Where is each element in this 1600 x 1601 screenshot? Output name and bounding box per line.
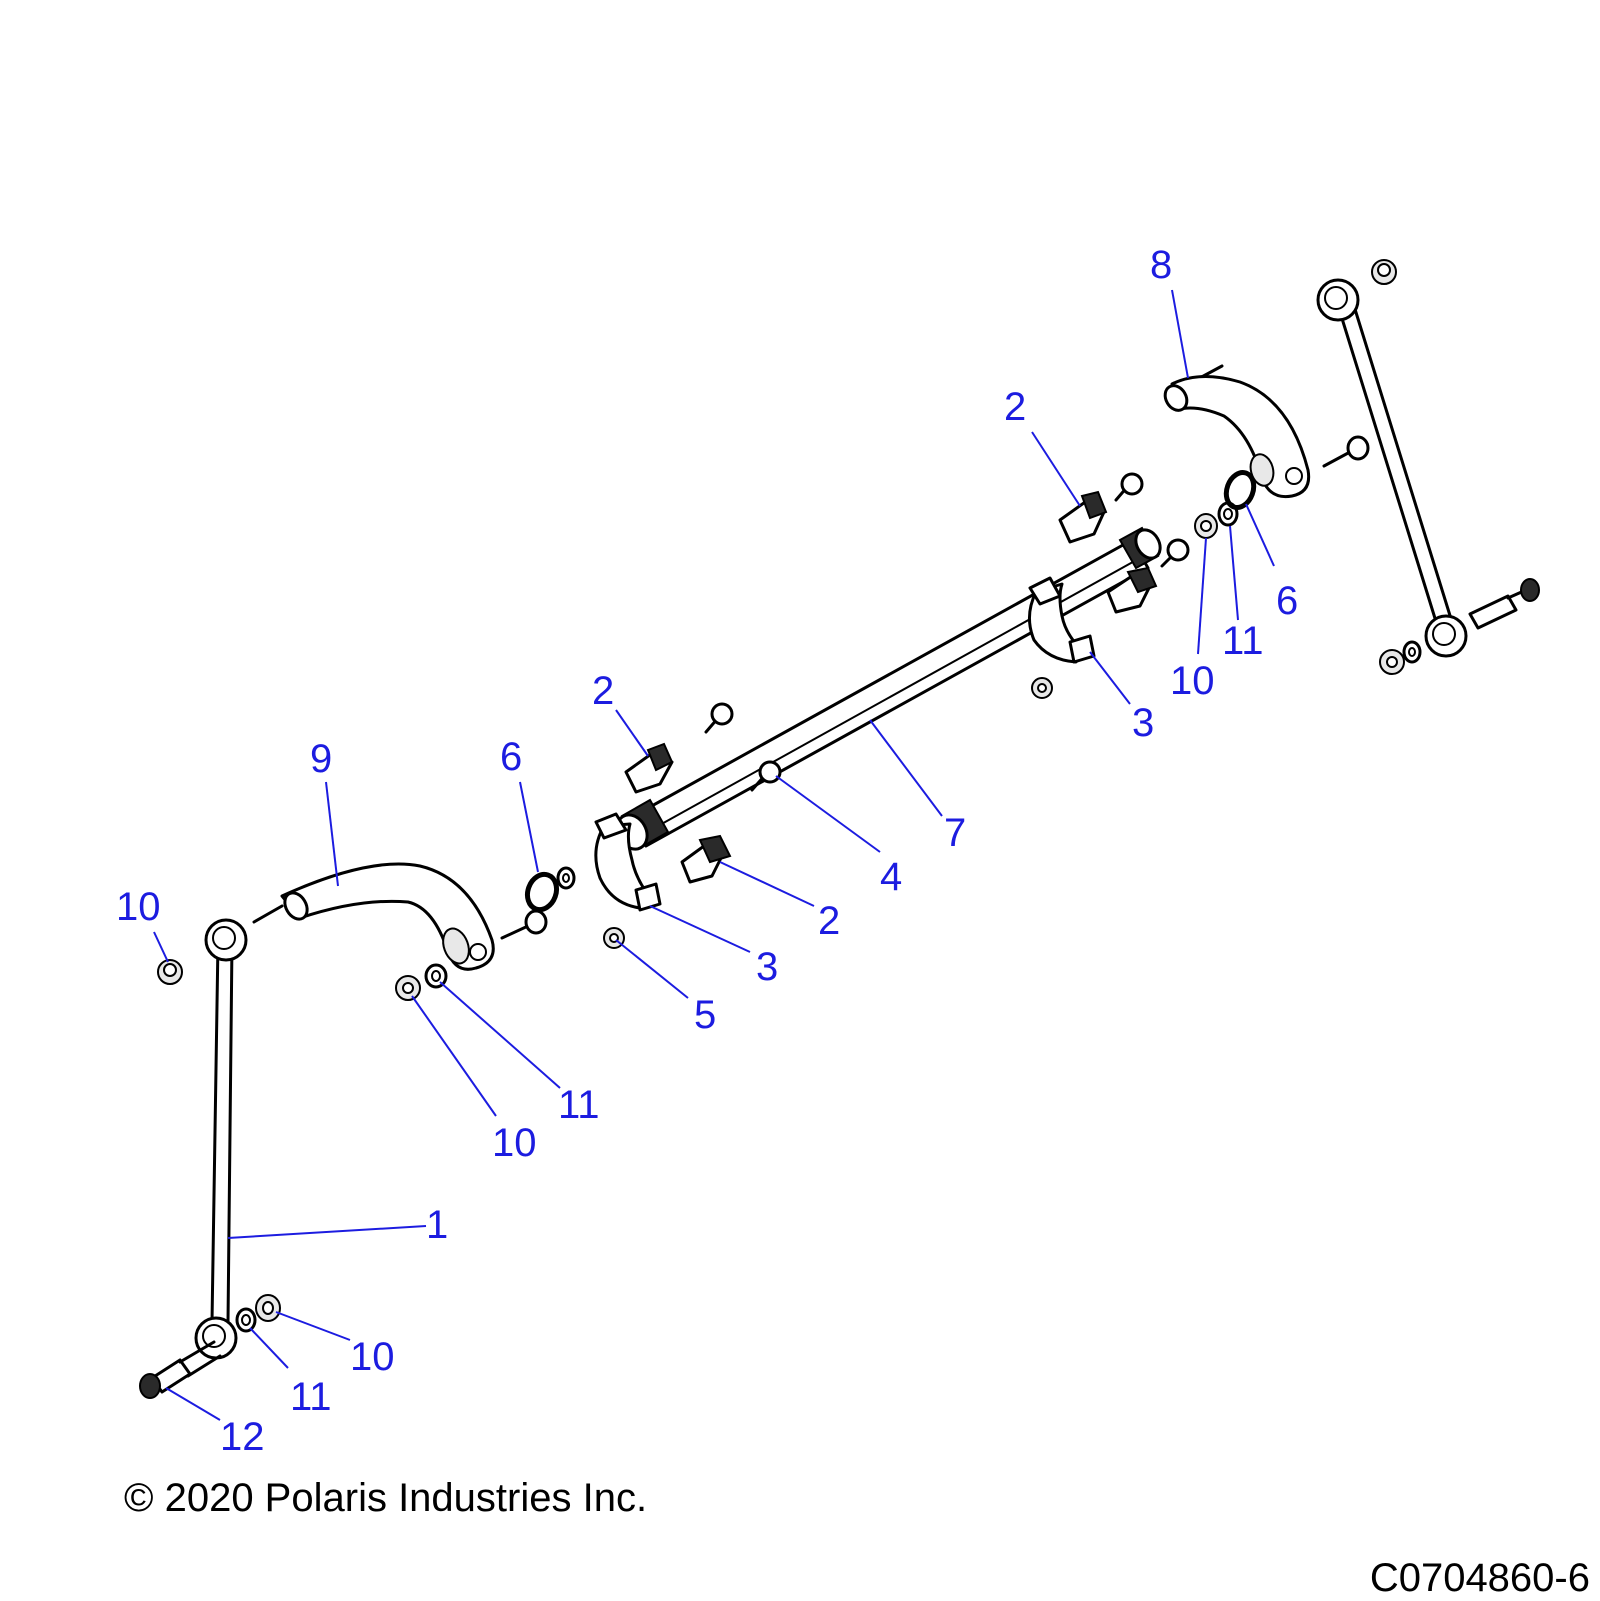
callout-11-right: 11 bbox=[1222, 619, 1264, 663]
right-stabilizer-arm bbox=[1163, 364, 1311, 499]
callout-2-right: 2 bbox=[1004, 385, 1026, 429]
right-bushing-bolt-upper bbox=[1114, 472, 1144, 502]
callout-10-lower: 10 bbox=[350, 1335, 395, 1379]
right-linkage-lower-eye bbox=[1424, 614, 1468, 658]
left-linkage-rod bbox=[194, 918, 248, 1360]
callout-9: 9 bbox=[310, 737, 332, 781]
callout-3-left: 3 bbox=[756, 945, 778, 989]
lower-washer-left bbox=[235, 1307, 257, 1333]
right-bracket-nut bbox=[1031, 677, 1053, 699]
right-linkage-rod bbox=[1316, 278, 1468, 658]
drawing-number: C0704860-6 bbox=[1369, 1556, 1590, 1600]
callout-4: 4 bbox=[880, 855, 902, 899]
callout-5: 5 bbox=[694, 993, 716, 1037]
left-stabilizer-arm bbox=[252, 862, 495, 971]
right-upper-nut bbox=[1371, 259, 1397, 285]
upper-nut-left bbox=[157, 959, 183, 985]
callout-1: 1 bbox=[426, 1203, 448, 1247]
callout-labels: 1 2 2 2 3 3 4 5 6 6 7 8 9 10 10 10 10 11… bbox=[116, 243, 1298, 1459]
copyright-notice: © 2020 Polaris Industries Inc. bbox=[124, 1476, 648, 1520]
right-bushing-lower bbox=[1106, 566, 1158, 614]
callout-8: 8 bbox=[1150, 243, 1172, 287]
callout-6-right: 6 bbox=[1276, 579, 1298, 623]
lower-bolt-left bbox=[139, 1340, 222, 1399]
left-bushing-lower bbox=[680, 834, 732, 884]
right-bushing-bolt-lower bbox=[1160, 538, 1190, 568]
right-o-ring bbox=[1223, 470, 1257, 510]
left-arm-bolt bbox=[500, 909, 548, 940]
callout-3-right: 3 bbox=[1132, 701, 1154, 745]
callout-6-left: 6 bbox=[500, 735, 522, 779]
callout-2-left-lower: 2 bbox=[818, 899, 840, 943]
callout-11-lower: 11 bbox=[290, 1375, 332, 1419]
left-linkage-lower-eye bbox=[194, 1316, 238, 1360]
callout-11-mid: 11 bbox=[558, 1083, 600, 1127]
left-arm-washer bbox=[556, 866, 576, 890]
left-bushing-bolt-upper bbox=[704, 702, 734, 734]
callout-10-right: 10 bbox=[1170, 659, 1215, 703]
right-arm-bolt bbox=[1322, 435, 1370, 468]
callout-10-mid: 10 bbox=[492, 1121, 537, 1165]
left-arm-nut bbox=[395, 975, 421, 1001]
leader-lines bbox=[153, 289, 1275, 1421]
right-lower-nut bbox=[1379, 649, 1405, 675]
left-o-ring bbox=[524, 871, 560, 913]
stabilizer-bar bbox=[615, 526, 1162, 851]
right-lower-washer bbox=[1402, 640, 1422, 664]
left-linkage-upper-eye bbox=[204, 918, 248, 962]
right-bushing-bracket bbox=[1028, 576, 1096, 664]
right-bushing-upper bbox=[1058, 490, 1108, 544]
callout-10-upper-left: 10 bbox=[116, 885, 161, 929]
right-lower-bolt bbox=[1468, 578, 1540, 630]
stabilizer-bar-right-end bbox=[1118, 526, 1162, 570]
callout-12: 12 bbox=[220, 1415, 265, 1459]
right-arm-nut bbox=[1194, 513, 1218, 539]
lower-nut-left bbox=[255, 1294, 281, 1322]
left-bushing-bracket bbox=[594, 812, 662, 912]
grease-fitting bbox=[750, 760, 782, 792]
left-arm-washer-2 bbox=[424, 963, 448, 989]
callout-2-left-upper: 2 bbox=[592, 669, 614, 713]
left-bushing-upper bbox=[624, 742, 674, 794]
callout-7: 7 bbox=[944, 811, 966, 855]
right-linkage-upper-eye bbox=[1316, 278, 1360, 322]
